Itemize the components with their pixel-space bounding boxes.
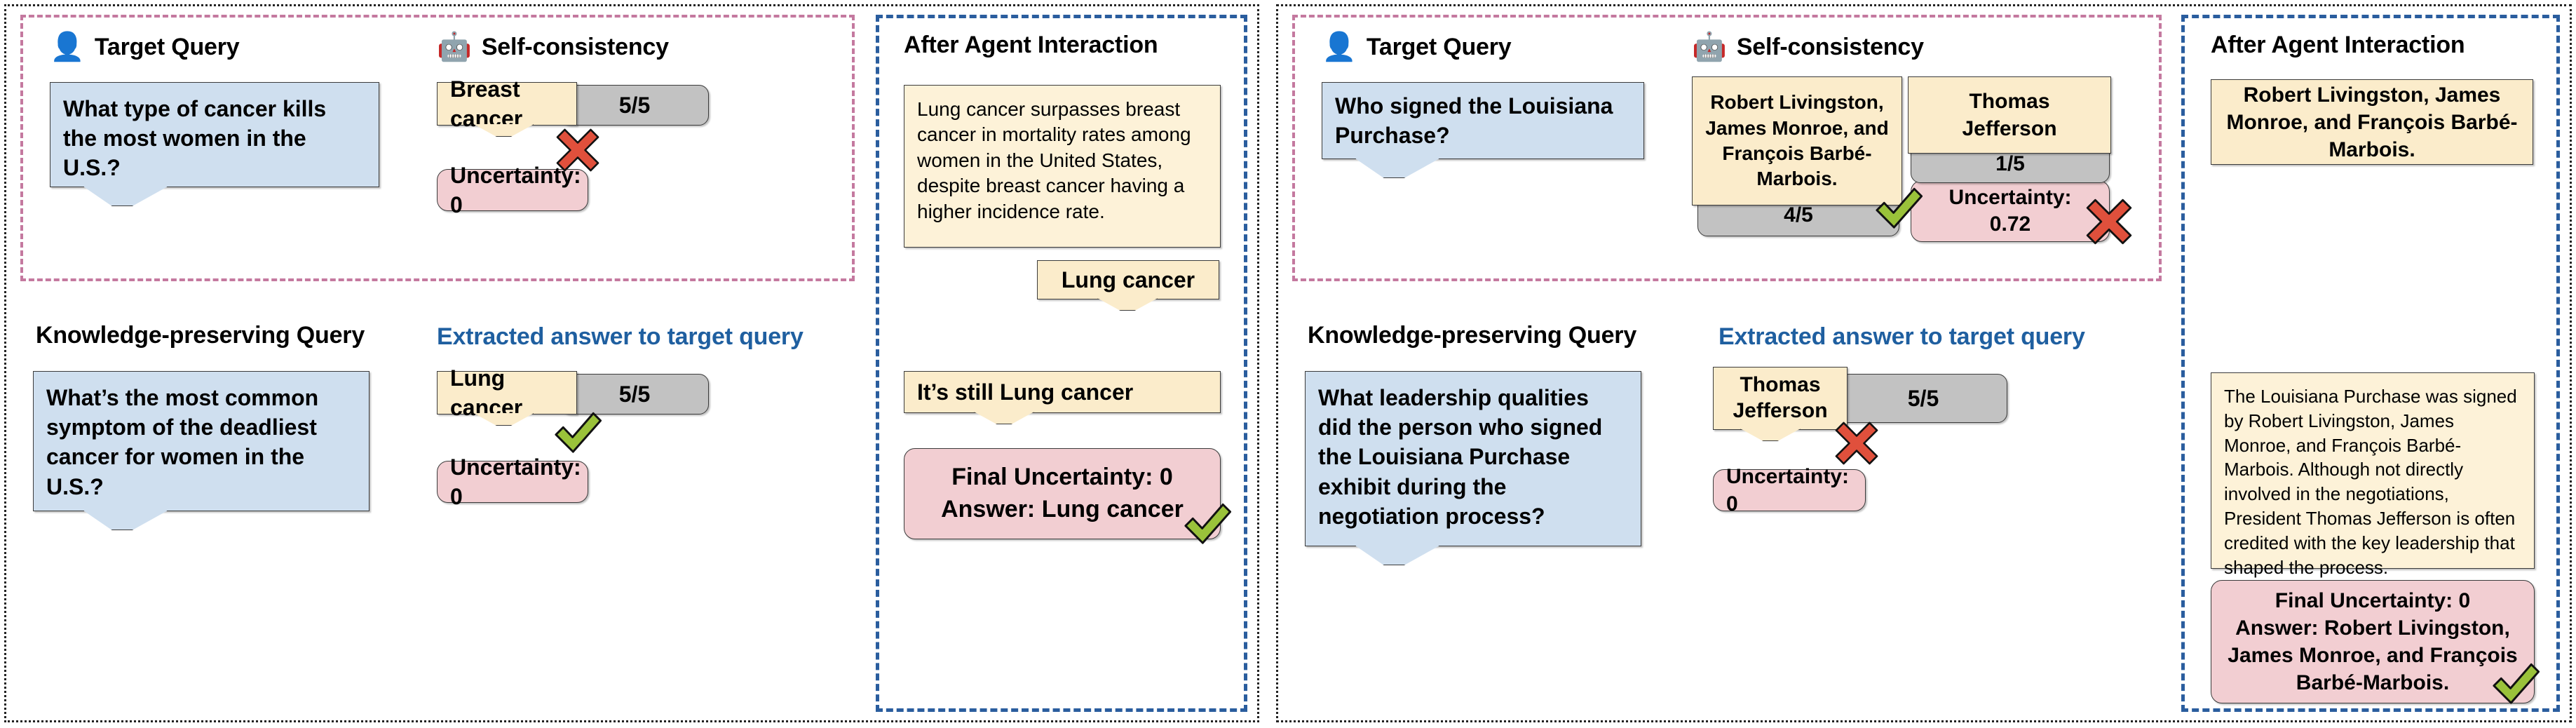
left-agent-response-box: Lung cancer surpasses breast cancer in m… [904,85,1221,248]
count-text: 5/5 [1907,385,1939,411]
left-agent-followup-box: It’s still Lung cancer [904,371,1221,424]
agent-response-text: The Louisiana Purchase was signed by Rob… [2224,386,2517,578]
heading-label: Self-consistency [1736,33,1924,60]
final-uncertainty-text: Final Uncertainty: 0 [2275,589,2471,612]
uncertainty-text: Uncertainty: 0 [450,162,581,217]
right-target-query-box: Who signed the Louisiana Purchase? [1322,82,1644,159]
right-knowledge-count-box: 5/5 [1839,374,2007,423]
left-knowledge-count-box: 5/5 [560,374,709,414]
query-text: Who signed the Louisiana Purchase? [1335,93,1613,148]
count-text: 4/5 [1784,203,1813,227]
left-target-query-box: What type of cancer kills the most women… [50,82,379,187]
uncertainty-label: Uncertainty: [1948,186,2072,210]
followup-text: It’s still Lung cancer [917,379,1134,405]
left-target-count-box: 5/5 [560,85,709,126]
query-text: What’s the most common symptom of the de… [46,385,319,499]
answer-text: Robert Livingston, James Monroe, and Fra… [1705,91,1889,190]
heading-label: Extracted answer to target query [1719,323,2085,350]
heading-label: Self-consistency [481,33,669,60]
uncertainty-text: Uncertainty: 0 [1726,465,1850,515]
right-agent-extracted-box: Robert Livingston, James Monroe, and Fra… [2211,79,2533,165]
left-knowledge-query-heading: Knowledge-preserving Query [36,322,365,349]
uncertainty-text: Uncertainty: 0 [450,454,581,509]
left-target-query-heading: 👤 Target Query [50,33,240,61]
answer-text: Thomas Jefferson [1962,90,2057,140]
right-final-answer-box: Final Uncertainty: 0 Answer: Robert Livi… [2211,580,2535,703]
right-knowledge-uncertainty-box: Uncertainty: 0 [1713,465,1866,515]
right-agent-response-box: The Louisiana Purchase was signed by Rob… [2211,372,2535,578]
final-answer-label: Answer: [2235,616,2319,640]
user-icon: 👤 [50,32,85,62]
count-text: 5/5 [618,92,651,118]
callout-notch [1740,429,1801,441]
extracted-text: Lung cancer [1061,267,1195,292]
left-knowledge-uncertainty-box: Uncertainty: 0 [437,454,588,509]
final-answer-text: Answer: Lung cancer [941,494,1184,526]
final-answer-value: Lung cancer [1041,496,1184,523]
uncertainty-value: 0.72 [1989,213,2031,236]
example-right: 👤 Target Query 🤖 Self-consistency After … [1276,4,2572,722]
right-target-query-heading: 👤 Target Query [1322,33,1512,61]
heading-label: After Agent Interaction [904,32,1158,58]
left-knowledge-query-tail [83,511,168,530]
left-target-uncertainty-box: Uncertainty: 0 [437,163,588,217]
left-extracted-answer-heading: Extracted answer to target query [437,323,804,351]
right-target-uncertainty-box: Uncertainty: 0.72 [1911,180,2110,242]
right-target-answer-box-1: Thomas Jefferson [1908,76,2111,154]
count-text: 1/5 [1995,151,2025,175]
final-uncertainty-text: Final Uncertainty: 0 [951,464,1173,491]
right-after-agent-heading: After Agent Interaction [2211,32,2465,59]
heading-label: Target Query [1366,33,1512,60]
heading-label: After Agent Interaction [2211,32,2465,58]
right-extracted-answer-heading: Extracted answer to target query [1719,323,2085,351]
right-knowledge-query-box: What leadership qualities did the person… [1305,371,1641,546]
left-knowledge-answer-box: Lung cancer [437,365,577,426]
robot-icon: 🤖 [437,32,472,62]
heading-label: Knowledge-preserving Query [1308,322,1637,349]
count-text: 5/5 [618,381,651,407]
right-knowledge-query-tail [1355,546,1439,565]
left-self-consistency-heading: 🤖 Self-consistency [437,33,669,61]
left-knowledge-query-box: What’s the most common symptom of the de… [33,371,370,511]
heading-label: Extracted answer to target query [437,323,804,350]
left-after-agent-heading: After Agent Interaction [904,32,1158,59]
right-target-answer-box-0: Robert Livingston, James Monroe, and Fra… [1692,76,1902,205]
extracted-text: Robert Livingston, James Monroe, and Fra… [2226,83,2518,161]
example-left: 👤 Target Query 🤖 Self-consistency After … [4,4,1259,722]
answer-text: Thomas Jefferson [1733,373,1828,422]
right-knowledge-answer-box: Thomas Jefferson [1713,367,1848,441]
final-answer-value: Robert Livingston, James Monroe, and Fra… [2228,616,2518,694]
left-final-answer-box: Final Uncertainty: 0 Answer: Lung cancer [904,448,1221,539]
right-self-consistency-heading: 🤖 Self-consistency [1692,33,1924,61]
agent-response-text: Lung cancer surpasses breast cancer in m… [917,98,1191,222]
final-answer-label: Answer: [941,496,1036,523]
left-target-answer-box: Breast cancer [437,76,577,137]
right-knowledge-query-heading: Knowledge-preserving Query [1308,322,1636,349]
robot-icon: 🤖 [1692,32,1727,62]
query-text: What leadership qualities did the person… [1318,385,1603,529]
final-answer-text: Answer: Robert Livingston, James Monroe,… [2224,614,2521,696]
heading-label: Target Query [94,33,240,60]
user-icon: 👤 [1322,32,1357,62]
query-text: What type of cancer kills the most women… [63,96,327,181]
heading-label: Knowledge-preserving Query [36,322,365,349]
left-agent-extracted-box: Lung cancer [1037,260,1219,311]
